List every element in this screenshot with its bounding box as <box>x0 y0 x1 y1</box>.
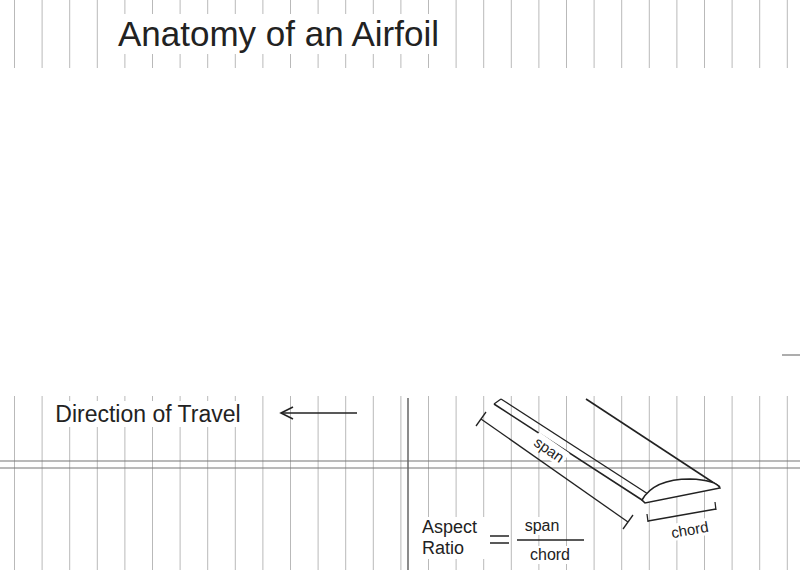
page-title: Anatomy of an Airfoil <box>116 14 441 54</box>
rule-line <box>0 467 800 468</box>
leading-edge <box>494 404 642 500</box>
grid-lines <box>0 0 800 68</box>
direction-label: Direction of Travel <box>53 401 242 427</box>
arrow-head <box>281 407 293 419</box>
dimension-label: chord <box>528 546 572 564</box>
span-dimension <box>481 419 628 522</box>
airfoil-section <box>642 479 720 503</box>
dimension-tick <box>476 412 486 426</box>
fraction-bar <box>517 539 584 540</box>
divider-line <box>407 398 409 570</box>
travel-arrow <box>281 412 357 414</box>
wing-root <box>494 399 501 404</box>
dimension-tick <box>647 514 648 522</box>
trailing-edge <box>586 399 720 487</box>
equals-sign <box>490 542 509 544</box>
dimension-tick <box>623 515 633 529</box>
grid-lines <box>0 396 800 570</box>
margin-tick <box>782 354 800 355</box>
leading-edge <box>501 399 648 494</box>
dimension-label: Aspect Ratio <box>420 517 490 558</box>
dimension-tick <box>715 502 716 510</box>
dimension-label: span <box>523 517 562 535</box>
equals-sign <box>490 535 509 537</box>
